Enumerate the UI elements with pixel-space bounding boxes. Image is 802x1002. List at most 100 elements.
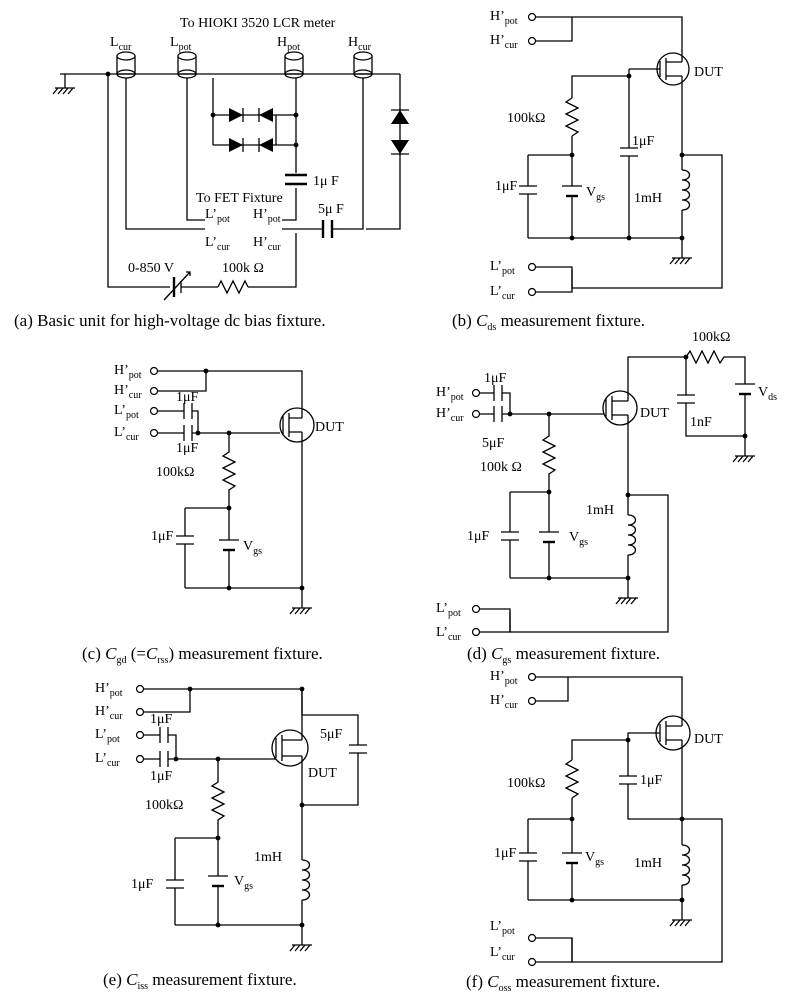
ground-symbol xyxy=(52,74,75,95)
vgs-source xyxy=(562,185,582,198)
caption-f: (f) Coss measurement fixture. xyxy=(466,972,660,994)
capacitor-gate xyxy=(519,185,537,195)
vgs-source xyxy=(562,852,582,865)
capacitor-ds xyxy=(620,147,638,157)
caption-a: (a) Basic unit for high-voltage dc bias … xyxy=(14,311,326,330)
capacitor-1uf-label: 1μ F xyxy=(313,174,339,189)
capacitor-gate xyxy=(501,531,519,541)
capacitor-1uf xyxy=(285,173,307,186)
dut-label: DUT xyxy=(308,766,337,781)
fixture-term-h-pot: H’pot xyxy=(253,207,281,225)
cap-top-label: 1μF xyxy=(150,712,173,727)
cap-ds-label: 1μF xyxy=(640,773,663,788)
connector-label-h-pot: Hpot xyxy=(277,35,300,53)
resistor-label: 100kΩ xyxy=(507,111,545,126)
ground-symbol xyxy=(669,257,692,265)
terminal-l-pot xyxy=(135,730,145,740)
terminal-h-cur xyxy=(527,36,537,46)
resistor-gate xyxy=(541,414,557,492)
capacitor-ds xyxy=(619,775,637,785)
terminal-l-pot xyxy=(527,933,537,943)
mosfet-dut xyxy=(656,52,690,92)
term-label-h-pot: H’pot xyxy=(114,363,142,381)
term-label-l-pot: L’pot xyxy=(436,601,461,619)
resistor-100k xyxy=(217,279,249,295)
capacitor-bottom xyxy=(159,751,169,767)
term-label-l-pot: L’pot xyxy=(490,919,515,937)
vds-source xyxy=(735,383,755,396)
terminal-l-cur xyxy=(149,428,159,438)
terminal-h-pot xyxy=(527,672,537,682)
capacitor-in-bottom xyxy=(493,406,503,422)
term-label-l-cur: L’cur xyxy=(490,945,515,963)
capacitor-5uf xyxy=(349,744,367,754)
panel-f-coss: H’pot H’cur DUT 1μF 100kΩ 1μF Vgs xyxy=(466,669,723,994)
inductor-label: 1mH xyxy=(634,856,662,871)
vgs-source xyxy=(539,531,559,544)
cap-ds-label: 1μF xyxy=(632,134,655,149)
fet-fixture-label: To FET Fixture xyxy=(196,191,283,206)
dut-label: DUT xyxy=(694,732,723,747)
cap-top-label: 1μF xyxy=(176,390,199,405)
dut-label: DUT xyxy=(694,65,723,80)
terminal-h-pot xyxy=(135,684,145,694)
terminal-l-cur xyxy=(471,627,481,637)
ground-symbol xyxy=(289,607,312,615)
vgs-label: Vgs xyxy=(234,874,253,892)
cap-5uf-label: 5μF xyxy=(320,727,343,742)
cap-gate-label: 1μF xyxy=(495,179,518,194)
panel-b-cds: H’pot H’cur DUT 1μF 100kΩ 1μF Vgs xyxy=(452,9,723,333)
term-label-h-cur: H’cur xyxy=(490,33,518,51)
terminal-l-cur xyxy=(527,957,537,967)
term-label-h-pot: H’pot xyxy=(436,385,464,403)
term-label-l-pot: L’pot xyxy=(95,727,120,745)
capacitor-top xyxy=(183,403,193,419)
cap-gate-label: 1μF xyxy=(467,529,490,544)
term-label-l-cur: L’cur xyxy=(114,425,139,443)
mosfet-dut xyxy=(602,382,638,430)
capacitor-gate xyxy=(166,879,184,889)
terminal-l-cur xyxy=(527,287,537,297)
terminal-l-cur xyxy=(135,754,145,764)
ground-symbol xyxy=(289,944,312,952)
inductor-1mh xyxy=(681,844,691,886)
resistor-top-label: 100kΩ xyxy=(692,330,730,345)
capacitor-5uf-label: 5μ F xyxy=(318,202,344,217)
resistor-100k-label: 100k Ω xyxy=(222,261,264,276)
capacitor-in-top xyxy=(493,385,503,401)
connector-label-l-pot: Lpot xyxy=(170,35,192,53)
term-label-l-cur: L’cur xyxy=(95,751,120,769)
term-label-h-cur: H’cur xyxy=(95,704,123,722)
terminal-h-pot xyxy=(527,12,537,22)
cap-in-label: 1μF xyxy=(484,371,507,386)
zener-diode-pair xyxy=(210,78,299,152)
caption-d: (d) Cgs measurement fixture. xyxy=(467,644,660,666)
fixture-term-l-pot: L’pot xyxy=(205,207,230,225)
panel-e-ciss: H’pot H’cur L’pot L’cur 1μF 1μF DUT 5μF xyxy=(95,681,367,992)
term-label-h-cur: H’cur xyxy=(436,406,464,424)
term-label-h-pot: H’pot xyxy=(490,9,518,27)
ground-symbol xyxy=(669,919,692,927)
inductor-1mh xyxy=(627,514,637,556)
inductor-label: 1mH xyxy=(586,503,614,518)
cap-bot-label: 1μF xyxy=(150,769,173,784)
inductor-label: 1mH xyxy=(634,191,662,206)
panel-c-cgd: H’pot H’cur L’pot L’cur 1μF 1μF DUT 100k… xyxy=(82,363,344,666)
terminal-h-cur xyxy=(135,707,145,717)
resistor-gate xyxy=(210,759,226,838)
variable-voltage-source xyxy=(163,271,191,301)
cap-1nf-label: 1nF xyxy=(690,415,712,430)
resistor-label: 100kΩ xyxy=(156,465,194,480)
term-label-h-pot: H’pot xyxy=(490,669,518,687)
vgs-source xyxy=(208,875,228,888)
ground-symbol xyxy=(732,455,755,463)
panel-a-basic-unit: To HIOKI 3520 LCR meter Lcur Lpot Hpot H… xyxy=(14,16,409,330)
vgs-label: Vgs xyxy=(569,530,588,548)
caption-e: (e) Ciss measurement fixture. xyxy=(103,970,297,992)
dut-label: DUT xyxy=(315,420,344,435)
voltage-range-label: 0-850 V xyxy=(128,261,174,276)
terminal-h-cur xyxy=(149,386,159,396)
fixture-term-h-cur: H’cur xyxy=(253,235,281,253)
terminal-l-pot xyxy=(149,406,159,416)
